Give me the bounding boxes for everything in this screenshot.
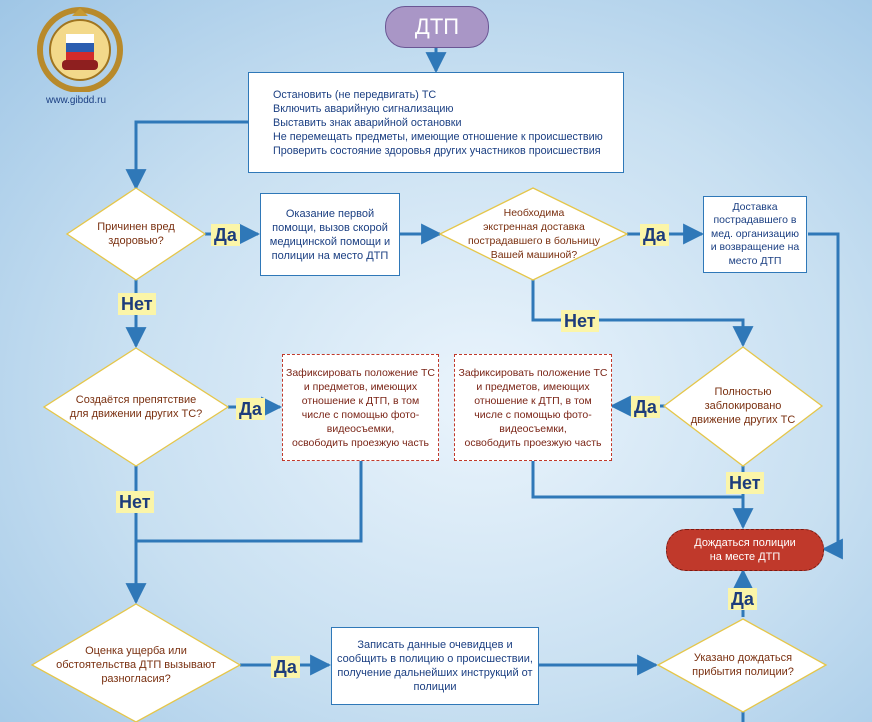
delivery-box: Доставка пострадавшего в мед. организаци… — [703, 196, 807, 273]
question-harm: Причинен вред здоровью? — [97, 221, 175, 247]
label-harm-no: Нет — [118, 293, 156, 315]
diamond-wait — [656, 618, 828, 713]
first-actions-box: Остановить (не передвигать) ТС Включить … — [248, 72, 624, 173]
connector-record1-merge — [136, 461, 363, 543]
first-actions-text: Остановить (не передвигать) ТС Включить … — [273, 88, 603, 157]
question-damage: Оценка ущерба или обстоятельства ДТП выз… — [56, 645, 216, 685]
logo-site-url: www.gibdd.ru — [46, 95, 107, 106]
label-obstacle-yes: Да — [236, 398, 265, 420]
label-urgent-yes: Да — [640, 224, 669, 246]
question-blocked: Полностью заблокировано движение других … — [690, 386, 796, 426]
record-text-right: Зафиксировать положение ТС и предметов, … — [458, 366, 608, 449]
title-start-node: ДТП — [385, 6, 489, 48]
label-blocked-no: Нет — [726, 472, 764, 494]
wait-police-node: Дождаться полиции на месте ДТП — [666, 529, 824, 571]
connector-urgent-no — [531, 280, 754, 348]
diamond-damage — [30, 603, 242, 722]
question-obstacle: Создаётся препятствие для движении други… — [69, 394, 203, 420]
witnesses-text: Записать данные очевидцев и сообщить в п… — [337, 639, 533, 693]
first-aid-box: Оказание первой помощи, вызов скорой мед… — [260, 193, 400, 276]
diamond-harm — [65, 187, 207, 281]
question-urgent: Необходима экстренная доставка пострадав… — [467, 207, 601, 261]
record-text-left: Зафиксировать положение ТС и предметов, … — [286, 366, 435, 449]
connector-record2-to-wait — [531, 461, 743, 499]
diamond-urgent — [438, 187, 629, 281]
label-blocked-yes: Да — [631, 396, 660, 418]
connector-delivery-to-wait — [808, 232, 843, 560]
connector-actions-to-harm — [125, 120, 248, 191]
gibdd-emblem-icon — [32, 6, 128, 93]
label-harm-yes: Да — [211, 224, 240, 246]
delivery-text: Доставка пострадавшего в мед. организаци… — [710, 200, 800, 267]
first-aid-text: Оказание первой помощи, вызов скорой мед… — [269, 207, 391, 262]
label-urgent-no: Нет — [561, 310, 599, 332]
label-obstacle-no: Нет — [116, 491, 154, 513]
question-wait: Указано дождаться прибытия полиции? — [692, 652, 794, 678]
record-box-left: Зафиксировать положение ТС и предметов, … — [282, 354, 439, 461]
diamond-obstacle — [42, 347, 230, 467]
witnesses-box: Записать данные очевидцев и сообщить в п… — [331, 627, 539, 705]
diamond-blocked — [662, 346, 824, 467]
label-damage-yes: Да — [271, 656, 300, 678]
record-box-right: Зафиксировать положение ТС и предметов, … — [454, 354, 612, 461]
label-wait-yes: Да — [728, 588, 757, 610]
